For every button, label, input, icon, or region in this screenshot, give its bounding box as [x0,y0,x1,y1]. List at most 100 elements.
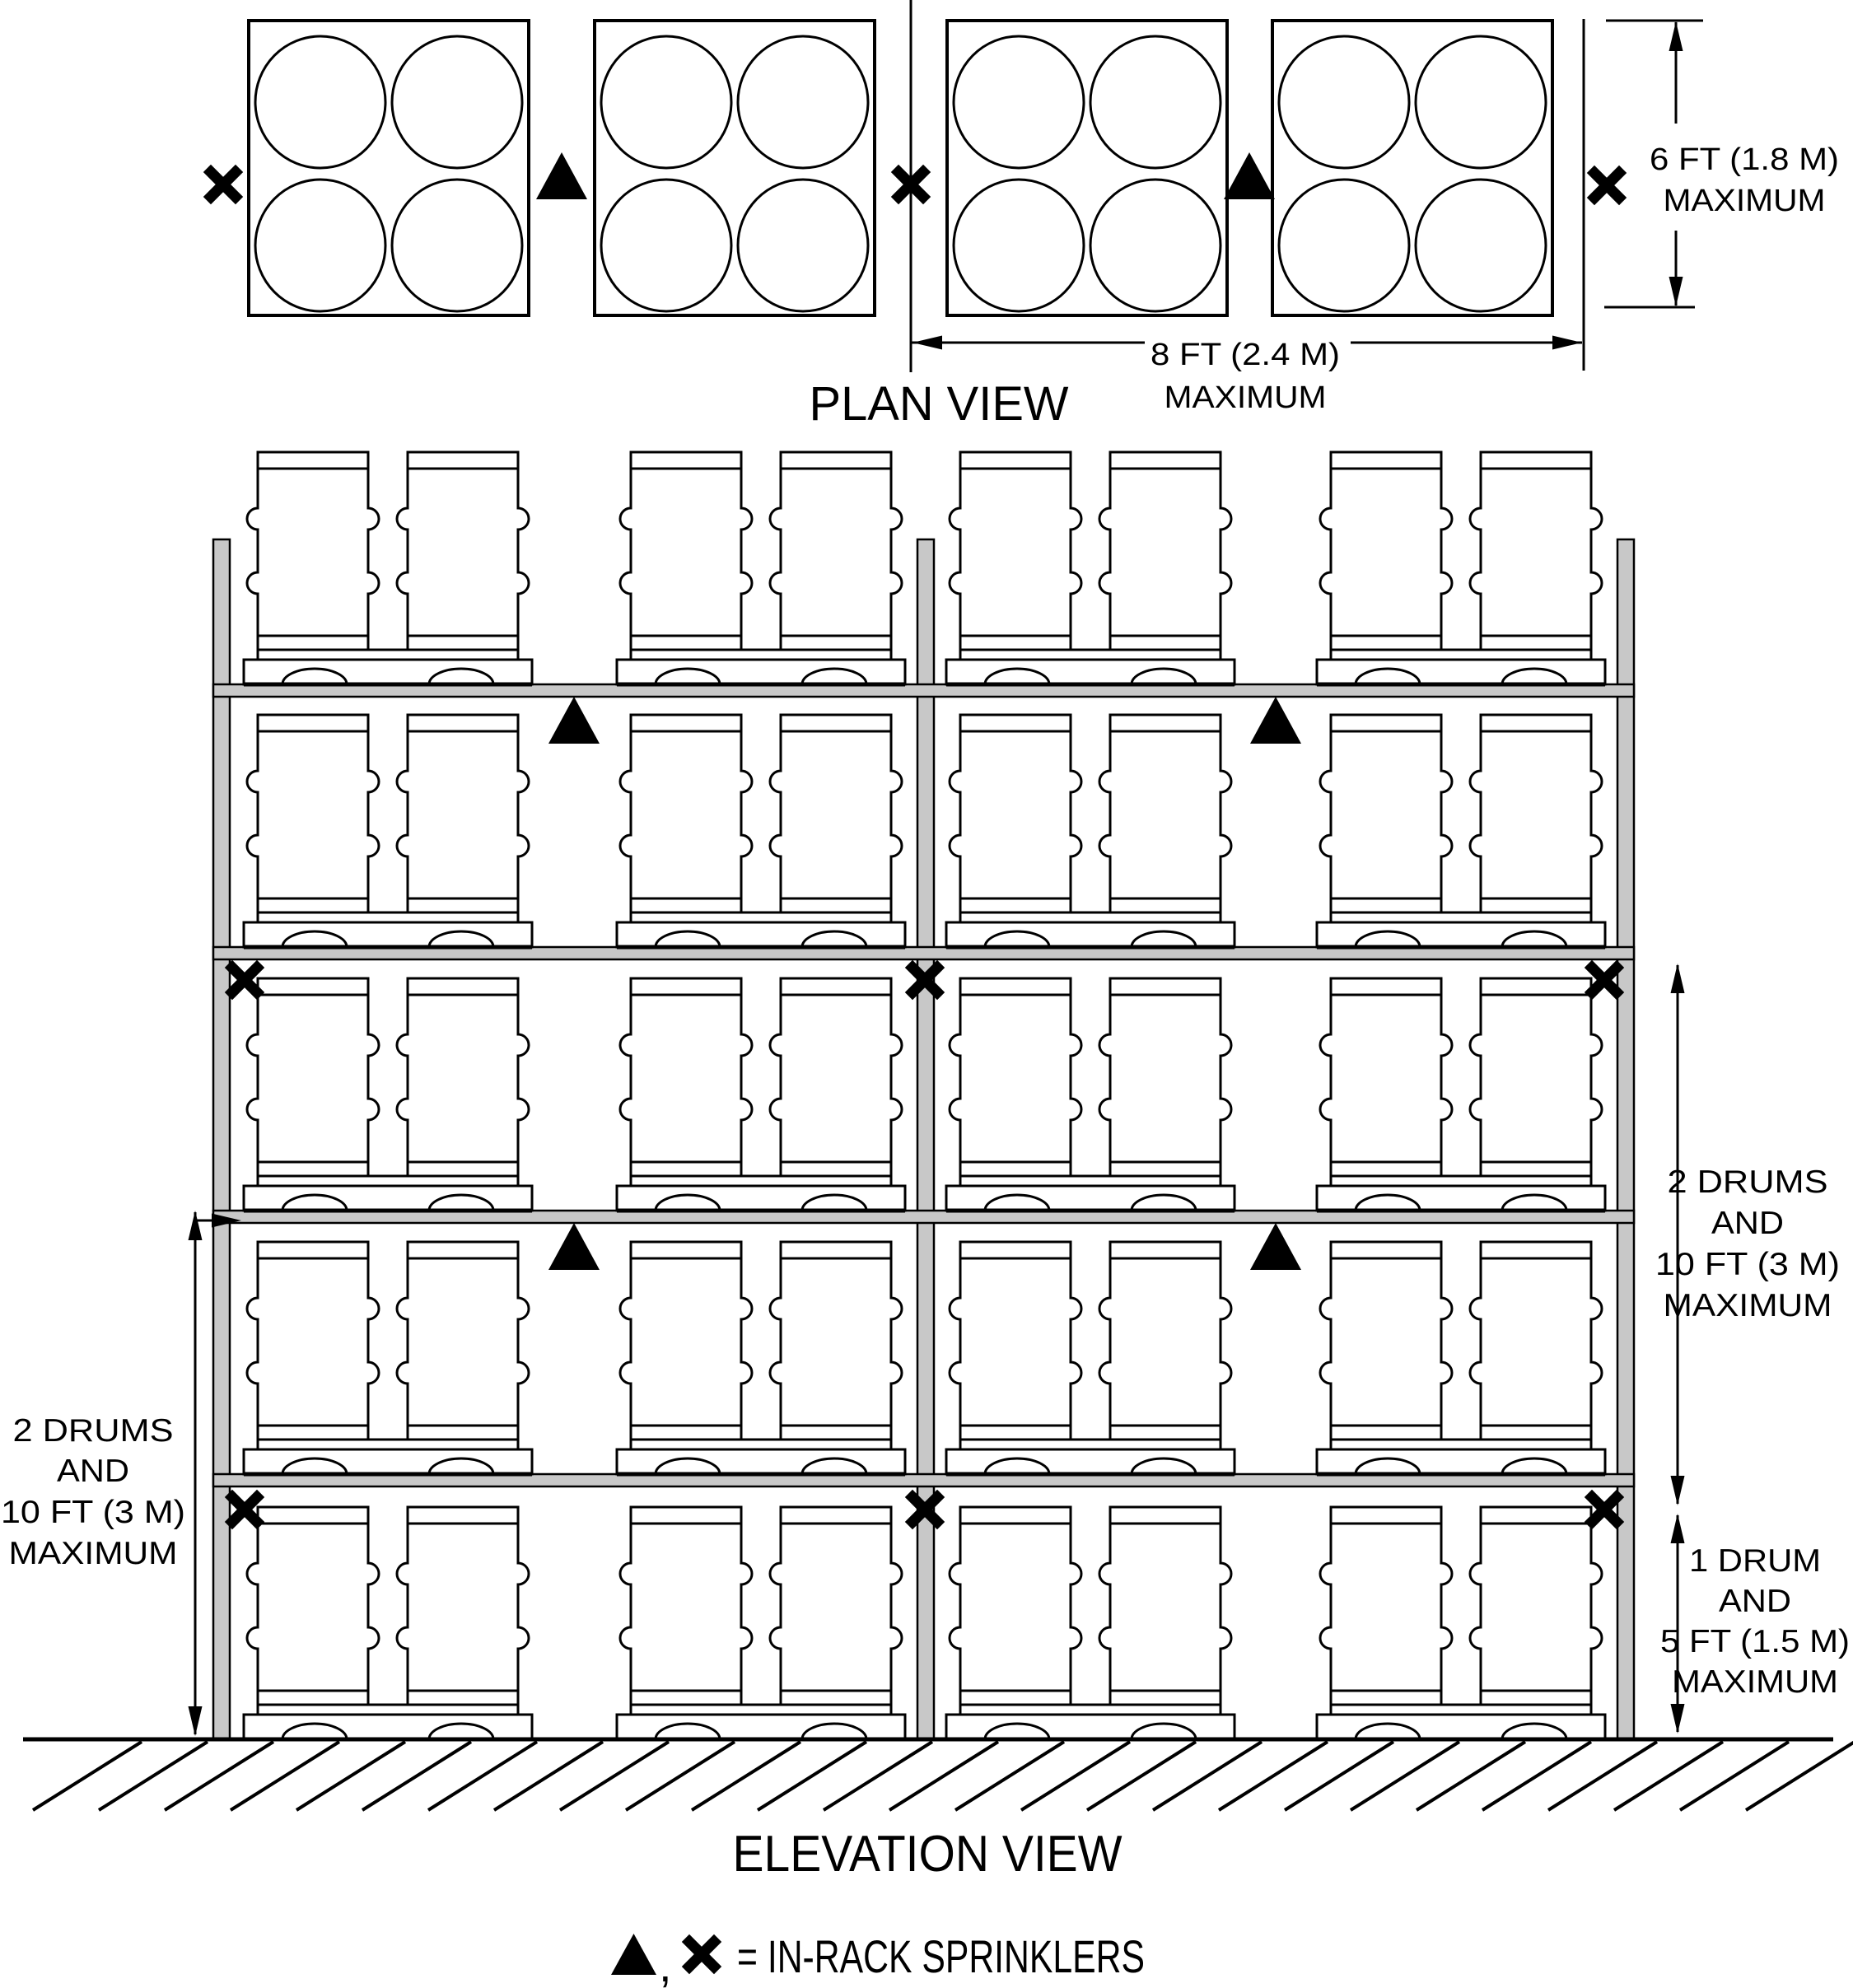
dimension-arrow [912,335,942,350]
elevation-view-labels: 2 DRUMS AND 10 FT (3 M) MAXIMUM 2 DRUMS … [1,1164,1850,1883]
ground-hatch [954,1740,1066,1812]
ground-hatch [295,1740,407,1812]
drum-pallet-unit [617,452,905,684]
elev-right-lower-dimension-line4: MAXIMUM [1672,1664,1838,1700]
ground-hatch [624,1740,736,1812]
ground-hatch [229,1740,341,1812]
ground-hatch [1020,1740,1132,1812]
plan-depth-dimension-line1: 6 FT (1.8 M) [1650,142,1839,177]
triangle-sprinkler-icon [611,1934,656,1975]
ground-hatch [31,1740,143,1812]
drum-pallet-unit [946,452,1235,684]
dimension-arrow [1670,1704,1685,1734]
plan-pallet-load [945,19,1229,317]
ground-hatch [163,1740,275,1812]
drum-pallet-unit [1317,1507,1605,1739]
rack-shelf-beam [212,683,1636,698]
ground-hatch [1151,1740,1263,1812]
plan-width-dimension-line1: 8 FT (2.4 M) [1151,338,1340,372]
triangle-sprinkler-icon [536,152,587,199]
drum-pallet-unit [244,452,532,684]
legend: , = IN-RACK SPRINKLERS [611,1930,1145,1988]
plan-view-labels: 6 FT (1.8 M) MAXIMUM 8 FT (2.4 M) MAXIMU… [810,142,1840,431]
rack-post [212,538,231,1741]
drum-pallet-unit [1317,715,1605,947]
drum-pallet-unit [244,1242,532,1474]
ground-hatch [1415,1740,1527,1812]
elev-right-upper-dimension-line2: AND [1711,1206,1784,1241]
ground-hatch [1481,1740,1593,1812]
ground-hatch [558,1740,670,1812]
drum-pallet-unit [617,978,905,1211]
drum-pallet-unit [946,1507,1235,1739]
drum-pallet-unit [1317,1242,1605,1474]
x-sprinkler-icon [211,172,236,197]
drum-pallet-unit [946,715,1235,947]
drum-pallet-unit [244,978,532,1211]
elevation-view-drawing [23,452,1853,1812]
drum-pallet-unit [617,1507,905,1739]
ground-hatch [427,1740,539,1812]
drum-pallet-unit [1317,452,1605,684]
ground-hatch [97,1740,209,1812]
ground-hatch [1217,1740,1329,1812]
legend-label: = IN-RACK SPRINKLERS [737,1930,1145,1982]
elev-left-dimension-line1: 2 DRUMS [13,1413,174,1449]
rack-post [916,538,936,1741]
drum-pallet-unit [946,978,1235,1211]
elev-right-lower-dimension-line2: AND [1719,1584,1791,1619]
elev-right-upper-dimension-line4: MAXIMUM [1664,1288,1832,1323]
ground-hatch [361,1740,473,1812]
triangle-sprinkler-icon [548,697,600,744]
plan-pallet-load [247,19,530,317]
triangle-sprinkler-icon [548,1223,600,1270]
elev-left-dimension-line3: 10 FT (3 M) [1,1495,185,1530]
rack-shelf-beam [212,1472,1636,1488]
drum-pallet-unit [617,715,905,947]
ground-hatch [492,1740,604,1812]
elev-right-upper-dimension-line3: 10 FT (3 M) [1655,1247,1840,1282]
plan-pallet-load [593,19,876,317]
legend-separator: , [659,1939,672,1988]
plan-depth-dimension-line2: MAXIMUM [1664,184,1826,218]
x-sprinkler-icon [1592,1497,1617,1522]
triangle-sprinkler-icon [1250,697,1301,744]
ground-hatch [1613,1740,1725,1812]
ground-hatch [1678,1740,1790,1812]
drum-pallet-unit [946,1242,1235,1474]
ground-hatch [690,1740,802,1812]
x-sprinkler-icon [232,968,257,992]
dimension-arrow [188,1211,203,1240]
plan-view-drawing [211,0,1703,372]
elev-right-upper-dimension-line1: 2 DRUMS [1668,1164,1828,1200]
plan-pallet-load [1271,19,1554,317]
triangle-sprinkler-icon [1224,152,1275,199]
dimension-arrow [212,1213,241,1228]
elevation-view-title: ELEVATION VIEW [733,1826,1123,1883]
ground-hatch [1349,1740,1461,1812]
elev-right-lower-dimension-line1: 1 DRUM [1689,1543,1821,1579]
rack-shelf-beam [212,945,1636,961]
dimension-arrow [1552,335,1582,350]
x-sprinkler-icon [1592,968,1617,992]
ground-hatch [1547,1740,1659,1812]
dimension-arrow [1670,964,1685,993]
drum-pallet-unit [244,1507,532,1739]
ground-hatch [822,1740,934,1812]
dimension-arrow [188,1706,203,1736]
elev-left-dimension-line2: AND [57,1454,129,1489]
ground-hatch [1085,1740,1197,1812]
ground-hatch [756,1740,868,1812]
triangle-sprinkler-icon [1250,1223,1301,1270]
drum-pallet-unit [1317,978,1605,1211]
ground-hatch [1283,1740,1395,1812]
x-sprinkler-icon [1594,173,1619,198]
x-sprinkler-icon [232,1497,257,1522]
plan-width-dimension-line2: MAXIMUM [1165,380,1327,415]
ground-hatch [1744,1740,1853,1812]
elev-left-dimension-line4: MAXIMUM [9,1536,178,1571]
dimension-arrow [1669,21,1683,51]
plan-view-title: PLAN VIEW [810,377,1069,431]
